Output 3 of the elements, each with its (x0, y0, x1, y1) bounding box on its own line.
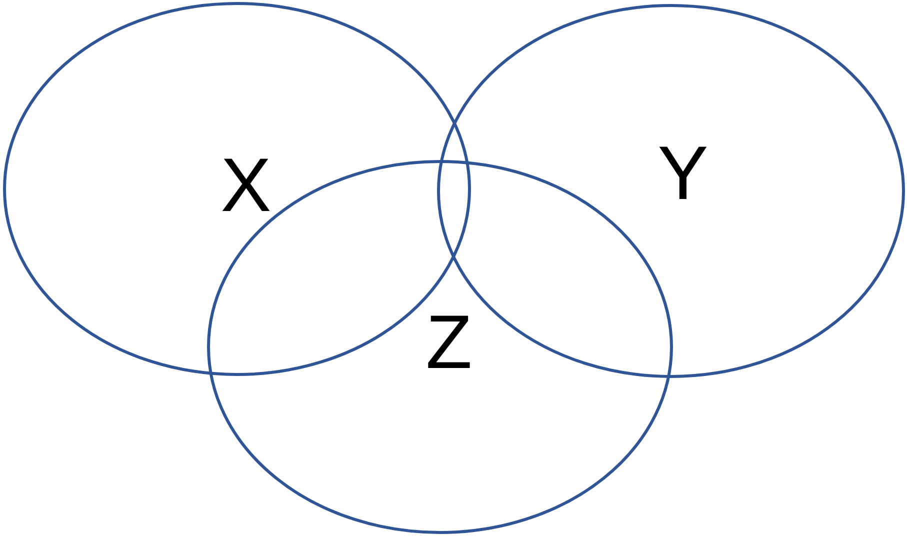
set-label: Y (658, 136, 708, 212)
set-label: X (220, 148, 272, 224)
set-label: Z (426, 305, 472, 381)
